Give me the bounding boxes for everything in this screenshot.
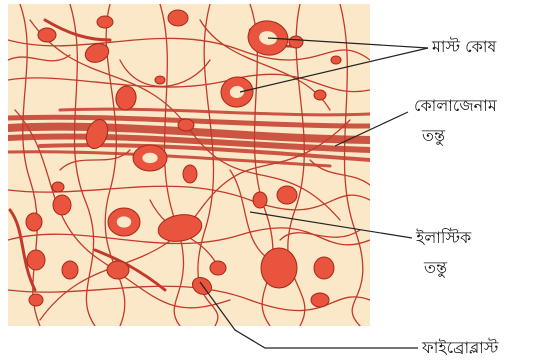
cell — [107, 261, 129, 279]
cell — [38, 28, 56, 42]
cell — [52, 182, 64, 192]
cell — [289, 36, 303, 48]
elastic-fiber-label-line2: তন্তু — [424, 258, 447, 278]
cell — [253, 192, 267, 208]
cell — [155, 76, 165, 84]
cell — [53, 195, 71, 215]
mast-cell-label: মাস্ট কোষ — [432, 37, 496, 57]
cell — [27, 250, 45, 270]
cell — [62, 261, 78, 279]
collagen-fiber-label-line2: তন্তু — [422, 126, 445, 146]
cell — [168, 10, 188, 26]
cell-nucleus — [142, 153, 157, 163]
cell — [311, 293, 329, 307]
cell — [331, 56, 341, 64]
cell — [210, 261, 226, 275]
cell — [314, 257, 334, 279]
cell — [314, 90, 326, 100]
elastic-fiber-label: ইলাস্টিক — [416, 228, 471, 248]
cell-nucleus — [117, 216, 131, 227]
cell — [178, 119, 194, 131]
cell — [183, 165, 197, 183]
fibroblast-label: ফাইব্রোব্লাস্ট — [422, 338, 498, 358]
collagen-fiber-label: কোলাজেনাম — [414, 96, 497, 116]
cell — [29, 294, 43, 306]
cell — [261, 248, 297, 288]
cell — [97, 16, 113, 28]
cell — [26, 213, 42, 231]
cell — [277, 186, 297, 204]
